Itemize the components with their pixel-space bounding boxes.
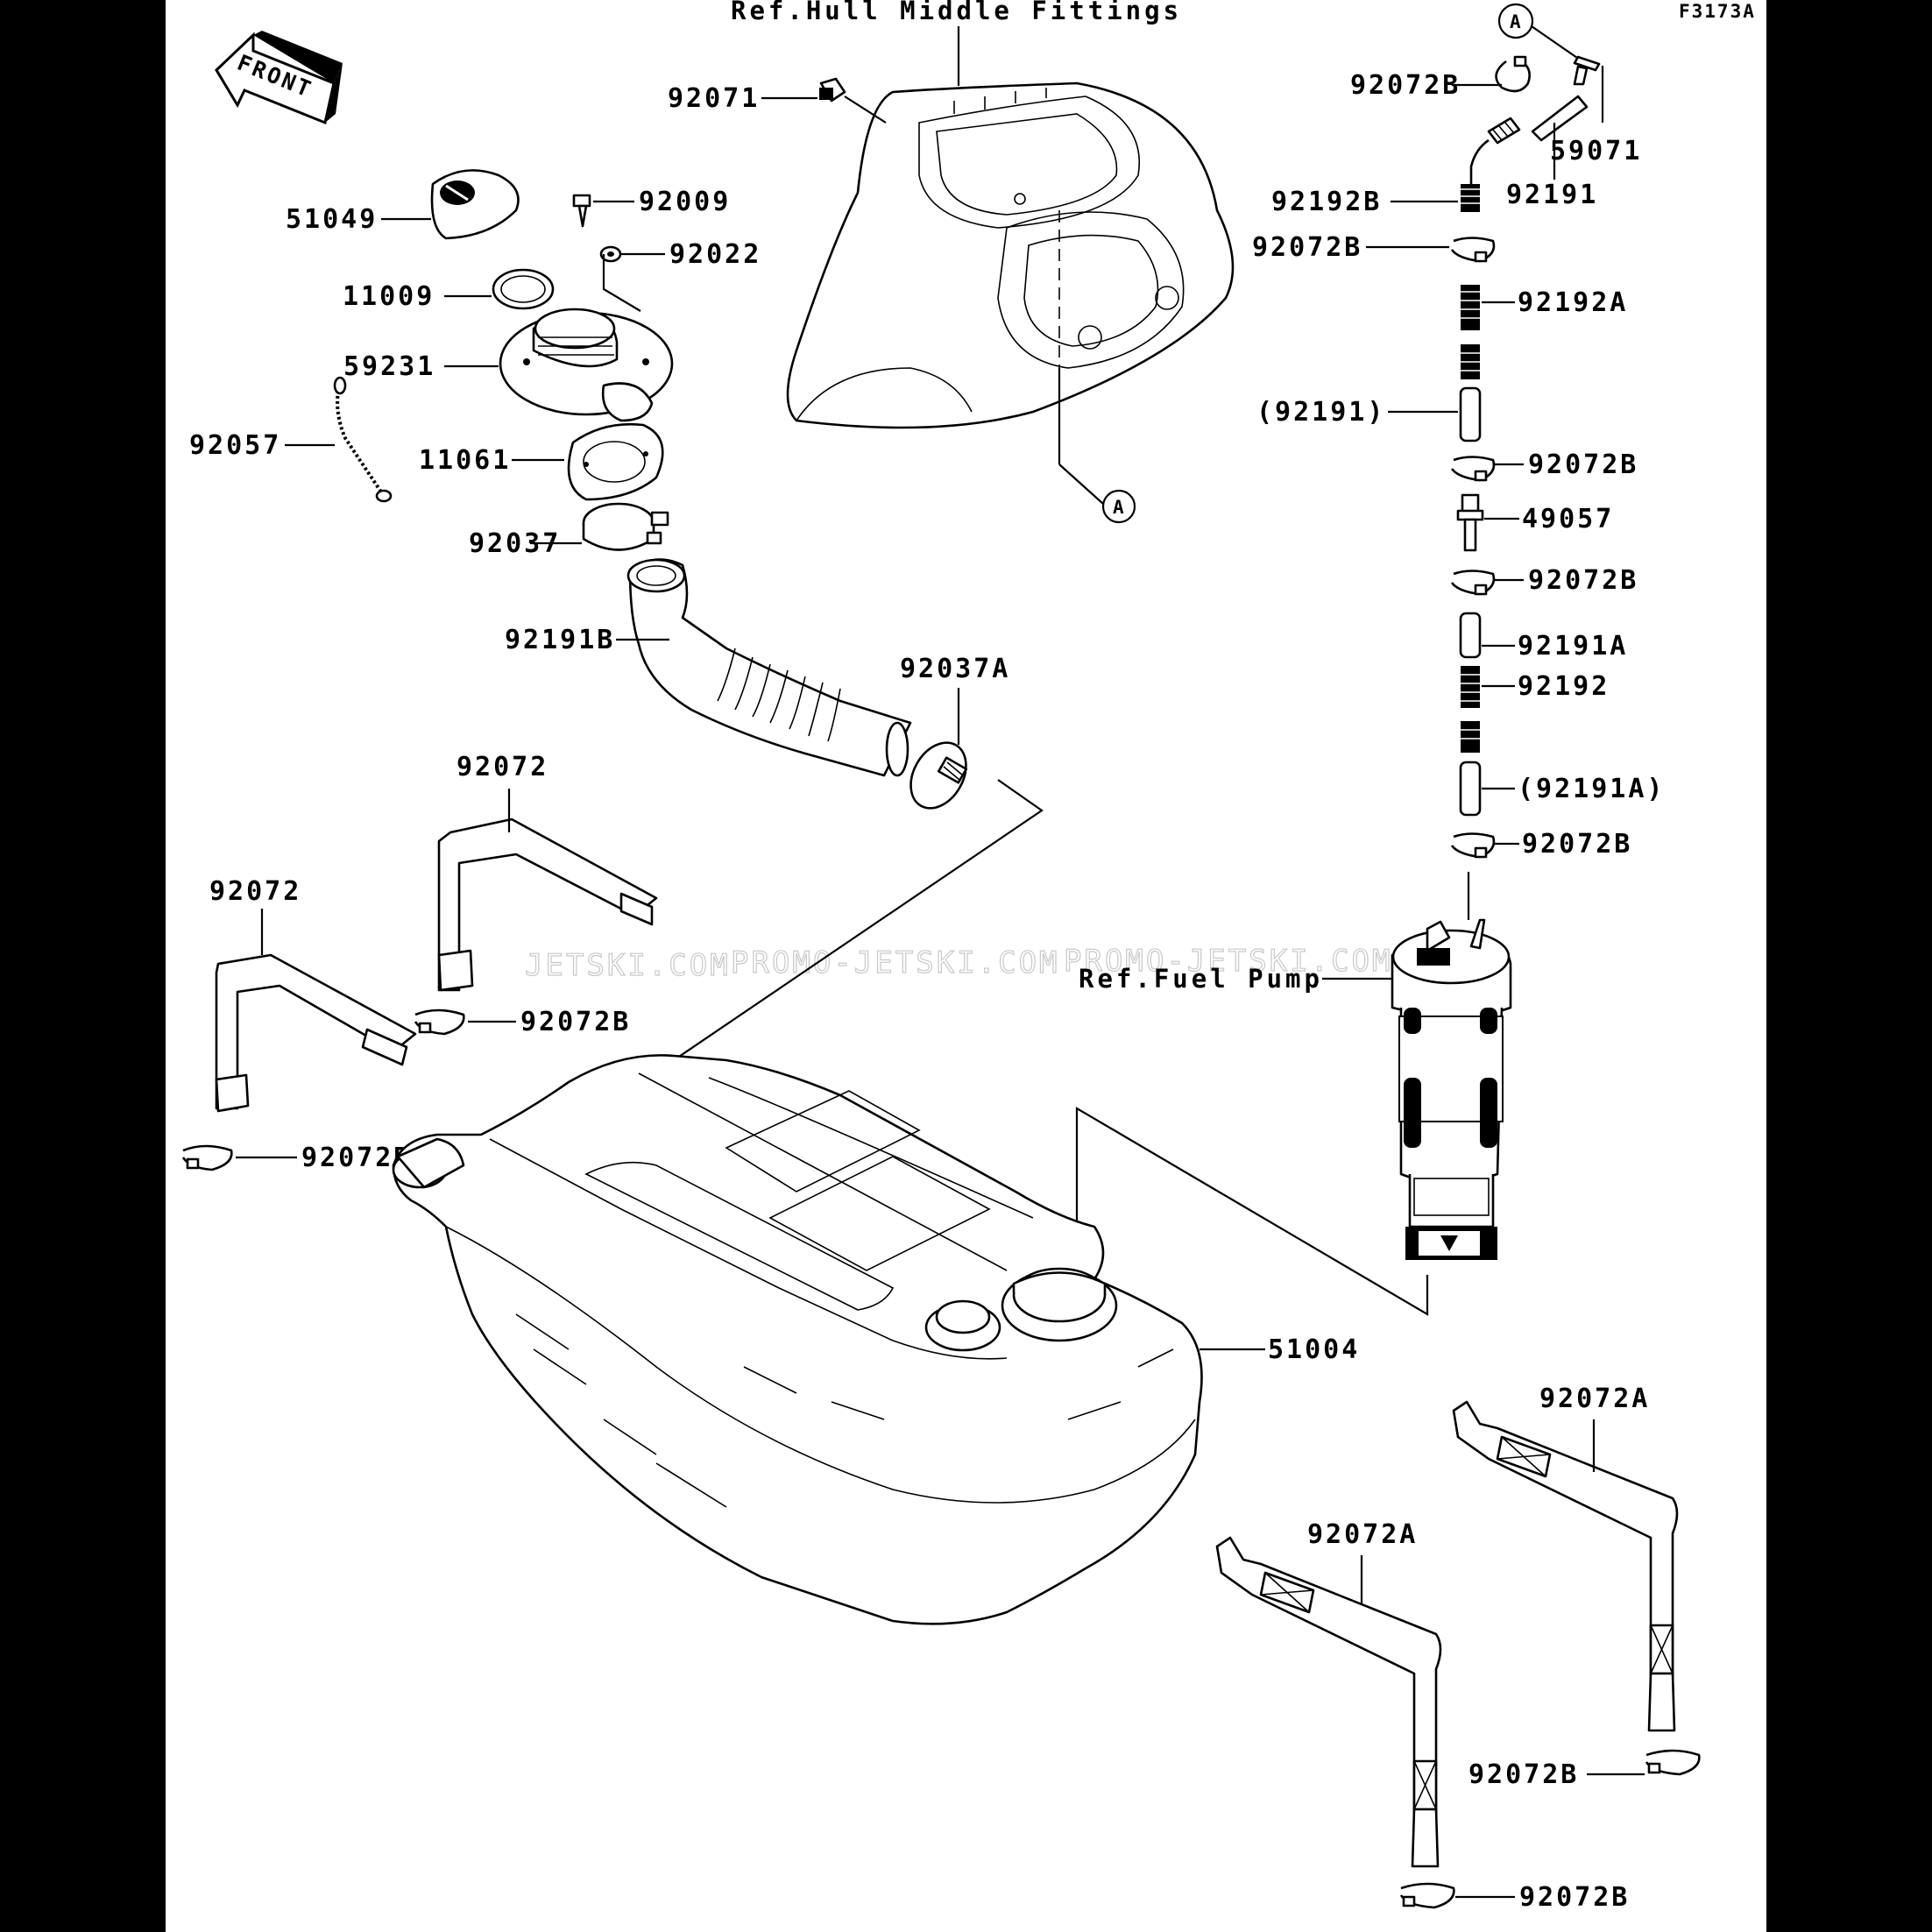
hull-middle-fitting — [786, 81, 1235, 429]
strap-92072-upper — [437, 817, 658, 992]
spring-extra-2 — [1461, 721, 1480, 753]
part-label-92057: 92057 — [189, 430, 281, 461]
part-label-59231: 59231 — [343, 351, 435, 382]
fuel-pump — [1391, 918, 1512, 1260]
part-label-92191A-paren: (92191A) — [1518, 774, 1666, 804]
strap-92072A-upper — [1452, 1400, 1679, 1732]
hose-92191 — [1531, 95, 1589, 142]
part-label-92071: 92071 — [668, 83, 760, 114]
ref-hull-middle-fittings: Ref.Hull Middle Fittings — [731, 0, 1182, 25]
figure-code: F3173A — [1679, 1, 1756, 22]
callout-circle-hull — [1101, 489, 1136, 524]
part-label-92072B-2: 92072B — [1252, 232, 1362, 263]
callout-letter-top: A — [1510, 11, 1523, 32]
joint-49057 — [1456, 493, 1484, 552]
part-label-92072B-4: 92072B — [1528, 565, 1638, 596]
part-label-92072B-left-2: 92072B — [301, 1143, 412, 1173]
parts-diagram-sheet: JETSKI.COM PROMO-JETSKI.COM PROMO-JETSKI… — [166, 0, 1766, 1932]
part-label-11009: 11009 — [343, 281, 435, 312]
part-label-92022: 92022 — [669, 239, 761, 270]
part-label-92192B: 92192B — [1271, 187, 1382, 217]
front-arrow-icon: FRONT — [215, 31, 343, 125]
part-label-11061: 11061 — [419, 445, 511, 476]
clip-92072B-4 — [1450, 570, 1496, 596]
spring-92192 — [1461, 666, 1480, 708]
part-label-92072-lower: 92072 — [209, 876, 301, 907]
part-label-92037: 92037 — [469, 528, 561, 559]
part-label-49057: 49057 — [1522, 504, 1614, 534]
clip-92072B-3 — [1450, 456, 1496, 482]
tee-fitting-59071 — [1573, 55, 1601, 86]
clip-92072B-2 — [1450, 237, 1496, 263]
part-label-92072B-1: 92072B — [1350, 70, 1461, 101]
part-label-92072B-5: 92072B — [1522, 829, 1632, 860]
tube-92191A-paren — [1459, 761, 1482, 817]
gasket-11009 — [492, 268, 555, 310]
part-label-59071: 59071 — [1550, 136, 1642, 166]
fuel-tank-51004 — [392, 1054, 1203, 1625]
clip-92072B-left-1 — [414, 1008, 465, 1036]
part-label-92191A: 92191A — [1518, 631, 1628, 662]
part-label-92192A: 92192A — [1518, 287, 1628, 318]
gasket-plate-11061 — [567, 422, 664, 501]
part-label-92037A: 92037A — [900, 654, 1010, 684]
clamp-92037A — [909, 741, 968, 810]
tube-92191-paren — [1459, 386, 1482, 442]
part-label-51049: 51049 — [286, 204, 378, 235]
screw-92009 — [572, 194, 591, 228]
tube-92191A — [1459, 612, 1482, 659]
strap-92072A-lower — [1215, 1536, 1442, 1868]
watermark-2: PROMO-JETSKI.COM — [731, 945, 1060, 980]
filler-neck-59231 — [499, 308, 674, 422]
cap-51049 — [430, 169, 520, 240]
callout-circle-top — [1497, 3, 1534, 39]
part-label-51004: 51004 — [1268, 1334, 1360, 1365]
part-label-92191-paren: (92191) — [1256, 397, 1385, 428]
fuel-tank-exploded-diagram: JETSKI.COM PROMO-JETSKI.COM PROMO-JETSKI… — [181, 0, 1756, 1913]
clip-92072B-right-1 — [1645, 1749, 1701, 1776]
watermark-1: JETSKI.COM — [525, 948, 731, 983]
watermark-3: PROMO-JETSKI.COM — [1064, 944, 1393, 979]
part-label-92191: 92191 — [1506, 180, 1598, 210]
ref-fuel-pump: Ref.Fuel Pump — [1079, 964, 1323, 994]
clamp-92037 — [582, 502, 669, 551]
part-label-92009: 92009 — [639, 187, 731, 217]
spring-extra-1 — [1461, 344, 1480, 379]
part-label-92192: 92192 — [1518, 671, 1610, 702]
clip-92072B-5 — [1450, 832, 1496, 859]
spring-92192B — [1461, 117, 1521, 212]
plug-92071 — [819, 77, 846, 103]
part-label-92072-upper: 92072 — [456, 752, 548, 782]
tether-cord-92057 — [333, 376, 393, 503]
part-label-92072B-right-2: 92072B — [1519, 1882, 1630, 1913]
callout-letter-hull: A — [1113, 497, 1126, 518]
spring-92192A — [1461, 285, 1480, 330]
part-label-92072A-lower: 92072A — [1307, 1519, 1418, 1550]
clip-92072B-right-2 — [1399, 1882, 1455, 1909]
part-label-92072B-left-1: 92072B — [520, 1007, 631, 1037]
part-label-92191B: 92191B — [505, 625, 615, 655]
strap-92072-lower — [215, 953, 417, 1113]
part-label-92072A-upper: 92072A — [1539, 1384, 1650, 1414]
part-label-92072B-right-1: 92072B — [1468, 1759, 1579, 1790]
clip-92072B-left-2 — [181, 1144, 233, 1171]
part-label-92072B-3: 92072B — [1528, 449, 1638, 480]
clip-92072B-top — [1495, 55, 1531, 93]
filler-hose-92191B — [626, 558, 912, 777]
washer-92022 — [599, 245, 622, 263]
